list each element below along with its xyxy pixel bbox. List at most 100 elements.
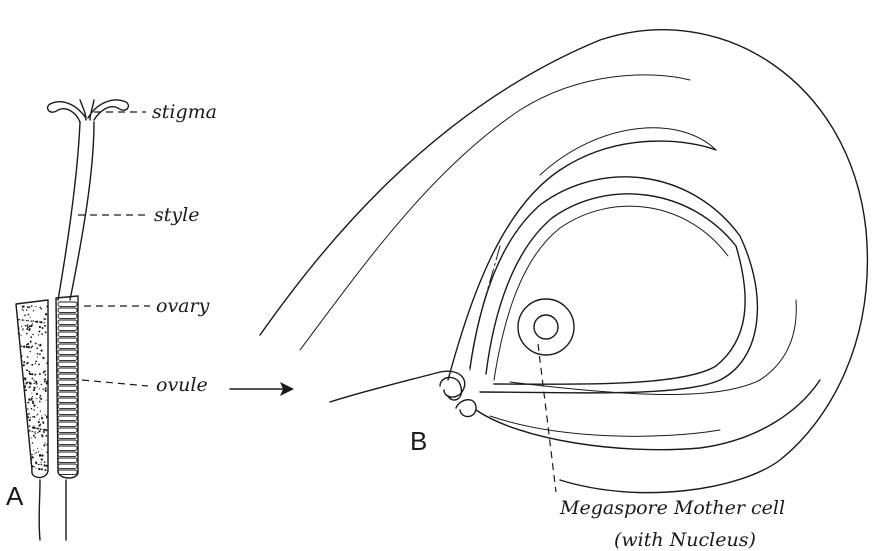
stipple-dot (25, 385, 26, 386)
micropyle-trace (470, 246, 500, 370)
stipple-dot (44, 381, 45, 382)
stipple-dot (29, 382, 31, 384)
ovule-segment (58, 404, 77, 408)
stipple-dot (26, 363, 27, 364)
stipple-dot (19, 319, 20, 320)
stipple-dot (45, 331, 47, 333)
stipple-dot (41, 454, 43, 456)
stipple-dot (39, 464, 40, 465)
stipple-dot (41, 333, 43, 335)
stipple-dot (46, 306, 48, 308)
stipple-dot (32, 401, 34, 403)
stipple-dot (23, 361, 25, 363)
stipple-dot (46, 452, 48, 454)
ovule-segment (58, 374, 77, 378)
stipple-dot (41, 449, 42, 450)
stipple-dot (46, 417, 47, 418)
stipple-dot (46, 380, 48, 382)
stipple-dot (45, 390, 47, 392)
stipple-dot (20, 352, 22, 354)
figure-a-pistil: stigma style ovary ovule A (6, 100, 294, 540)
stipple-dot (42, 357, 44, 359)
stipple-dot (36, 321, 38, 323)
ovule-segment (58, 398, 77, 402)
stipple-dot (23, 328, 24, 329)
outer-wall-upper-curve (540, 128, 716, 175)
ovule-segment (58, 464, 77, 468)
stipple-dot (44, 325, 46, 327)
stipple-dot (39, 419, 40, 420)
stipple-dot (40, 410, 41, 411)
stipple-dot (45, 429, 47, 431)
stipple-dot (27, 306, 29, 308)
stipple-dot (42, 469, 43, 470)
stipple-dot (43, 318, 45, 320)
stipple-dot (22, 360, 23, 361)
stipple-dot (30, 417, 31, 418)
stipple-dot (29, 430, 30, 431)
stipple-dot (43, 464, 45, 466)
stipple-dot (38, 331, 40, 333)
stipple-dot (45, 435, 47, 437)
stipple-dot (30, 462, 31, 463)
stipple-dot (27, 325, 29, 327)
stipple-dot (32, 378, 34, 380)
ovule-segment (58, 314, 77, 318)
stipple-dot (38, 334, 39, 335)
stipple-dot (21, 326, 22, 327)
stipple-dot (18, 327, 20, 329)
megaspore-leader (538, 344, 556, 492)
stipple-dot (41, 308, 42, 309)
stipple-dot (35, 361, 37, 363)
stipple-dot (46, 382, 48, 384)
stipple-dot (34, 453, 35, 454)
stipple-dot (36, 452, 37, 453)
ovule-segment (58, 380, 77, 384)
figure-b-ovule-section: Megaspore Mother cell (with Nucleus) B (260, 30, 867, 551)
stipple-dot (39, 430, 41, 432)
stipple-dot (32, 321, 33, 322)
chalazal-curve-inner (490, 416, 720, 436)
stipple-dot (28, 346, 30, 348)
stipple-dot (43, 431, 45, 433)
stipple-dot (39, 397, 41, 399)
stipple-dot (29, 306, 31, 308)
stipple-dot (38, 364, 40, 366)
stipple-dot (31, 408, 33, 410)
ovule-segment (58, 452, 77, 456)
stipple-dot (26, 346, 28, 348)
stipple-dot (34, 387, 36, 389)
ovule-segment (58, 392, 77, 396)
ovule-segment (58, 338, 77, 342)
stipple-dot (35, 306, 36, 307)
stipple-dot (24, 377, 26, 379)
stipple-dot (33, 409, 34, 410)
stipple-dot (35, 363, 36, 364)
ovule-segment (58, 458, 77, 462)
stipple-dot (25, 325, 27, 327)
label-ovary: ovary (156, 295, 210, 317)
stipple-dot (40, 395, 42, 397)
stipple-dot (33, 389, 35, 391)
stipple-dot (18, 333, 20, 335)
ovary-stipple (17, 305, 48, 471)
stipple-dot (44, 443, 45, 444)
stipple-dot (28, 398, 30, 400)
stipple-dot (37, 432, 38, 433)
stipple-dot (31, 364, 33, 366)
ovule-segment (58, 308, 77, 312)
stipple-dot (38, 344, 39, 345)
stipple-dot (23, 310, 24, 311)
stipple-dot (41, 464, 42, 465)
stipple-dot (43, 372, 45, 374)
stipple-dot (37, 357, 38, 358)
stipple-dot (41, 384, 42, 385)
ovule-leader (82, 380, 148, 386)
stipple-dot (28, 343, 30, 345)
stipple-dot (47, 422, 48, 423)
stipple-dot (44, 378, 46, 380)
stipple-dot (38, 451, 39, 452)
label-style: style (154, 204, 199, 226)
stipple-dot (36, 383, 38, 385)
